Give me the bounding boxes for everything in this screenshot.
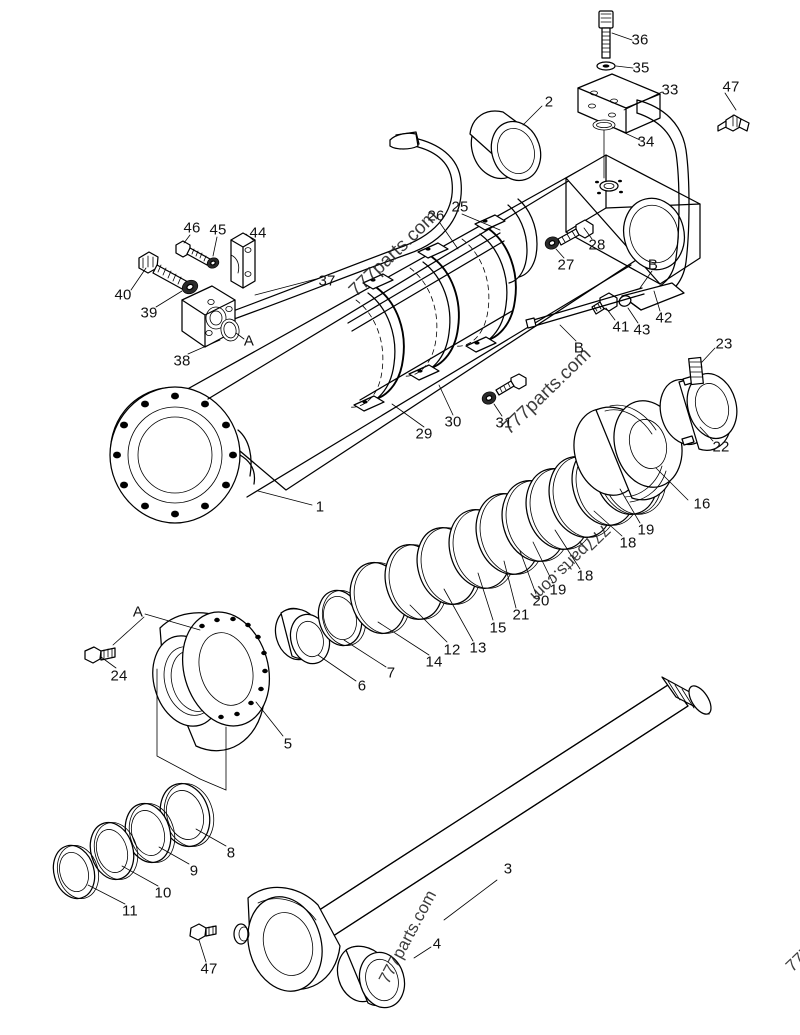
ring-6	[274, 607, 331, 665]
callout-detail-reference-b: B	[647, 256, 659, 274]
grease-fitting-47-top	[717, 114, 750, 132]
clamp-band-2	[408, 242, 460, 381]
washer-45	[206, 257, 220, 269]
socket-bolt-36	[598, 10, 614, 59]
callout-back-up-ring: 12	[443, 641, 461, 659]
washer-35	[596, 61, 616, 71]
bolt-near-31	[495, 373, 527, 396]
callout-bolt: 41	[612, 318, 630, 336]
seal-11	[52, 844, 100, 900]
callout-washer: 35	[632, 59, 650, 77]
callout-gland-head: 5	[283, 735, 293, 753]
callout-set-screw: 23	[715, 335, 733, 353]
callout-detail-reference-a: A	[243, 332, 255, 350]
callout-piston-seal: 18	[576, 567, 594, 585]
callout-bolt: 28	[588, 236, 606, 254]
bushing-4	[336, 945, 406, 1009]
callout-back-up-ring-piston: 19	[549, 581, 567, 599]
tube-line-37	[211, 131, 462, 328]
callout-clamp-block: 44	[249, 224, 267, 242]
leader-lines	[87, 32, 737, 963]
callout-lock-nut: 22	[712, 438, 730, 456]
callout-dust-seal: 9	[189, 862, 199, 880]
clamp-block-44	[230, 232, 256, 289]
callout-detail-reference-b: B	[573, 339, 585, 357]
retainer-41-42-43	[525, 282, 685, 329]
callout-back-up-ring: 7	[386, 664, 396, 682]
clamp-band-3	[353, 273, 405, 412]
callout-bushing-ring: 6	[357, 677, 367, 695]
callout-washer: 45	[209, 221, 227, 239]
o-ring-a-left	[220, 318, 240, 342]
callout-wear-ring-piston: 20	[532, 592, 550, 610]
callout-socket-bolt: 36	[631, 31, 649, 49]
seal-10	[89, 821, 139, 881]
gland-assembly	[52, 611, 271, 900]
callout-cylinder-tube: 1	[315, 498, 325, 516]
grease-fitting-24	[84, 646, 116, 664]
port-boss	[595, 179, 623, 195]
set-screw-23	[688, 356, 704, 386]
cylinder-tube-flange	[109, 386, 256, 524]
callout-detail-reference-a: A	[132, 603, 144, 621]
callout-bushing-head-end: 2	[544, 93, 554, 111]
callout-clamp-bracket: 26	[427, 207, 445, 225]
callout-piston-seal: 18	[619, 534, 637, 552]
callout-tube-line: 37	[318, 272, 336, 290]
callout-o-ring-piston: 21	[512, 606, 530, 624]
callout-flange-block: 38	[173, 352, 191, 370]
cylinder-tube-group	[109, 154, 701, 524]
callout-hydraulic-tube: 33	[661, 81, 679, 99]
callout-washer: 39	[140, 304, 158, 322]
callout-washer: 31	[495, 414, 513, 432]
callout-socket-bolt: 40	[114, 286, 132, 304]
bolt-46	[175, 240, 211, 266]
callout-rod-seal: 8	[226, 844, 236, 862]
clamp-band-1	[465, 214, 517, 353]
callout-o-ring: 13	[469, 639, 487, 657]
callout-clamp-band: 25	[451, 198, 469, 216]
callout-o-ring-port: 34	[637, 133, 655, 151]
washer-31	[481, 391, 497, 405]
callout-buffer-ring: 10	[154, 884, 172, 902]
callout-back-up-ring-piston: 19	[637, 521, 655, 539]
callout-retainer-plate: 42	[655, 309, 673, 327]
callout-clamp-half: 29	[415, 425, 433, 443]
callout-piston-rod: 3	[503, 860, 513, 878]
callout-washer: 27	[557, 256, 575, 274]
grease-fitting-47-lower	[189, 923, 217, 941]
callout-bolt: 46	[183, 219, 201, 237]
left-flange-assembly	[138, 232, 256, 348]
washer-39	[181, 279, 199, 295]
callout-wear-ring: 14	[425, 653, 443, 671]
bushing-2	[469, 110, 542, 182]
piston-assembly	[573, 356, 738, 503]
callout-grease-fitting: 24	[110, 667, 128, 685]
callout-clamp-strip: 30	[444, 413, 462, 431]
callout-grease-fitting: 47	[722, 78, 740, 96]
socket-bolt-40	[138, 251, 189, 291]
callout-grease-fitting: 47	[200, 960, 218, 978]
callout-seal-ring: 15	[489, 619, 507, 637]
top-tube-assembly	[577, 10, 750, 301]
callout-piston: 16	[693, 495, 711, 513]
piston-rod-assembly	[189, 676, 712, 1009]
clamp-band-group	[347, 214, 527, 412]
callout-bushing-rod-end: 4	[432, 935, 442, 953]
callout-spacer: 43	[633, 321, 651, 339]
callout-o-ring-gland: 11	[122, 902, 138, 920]
